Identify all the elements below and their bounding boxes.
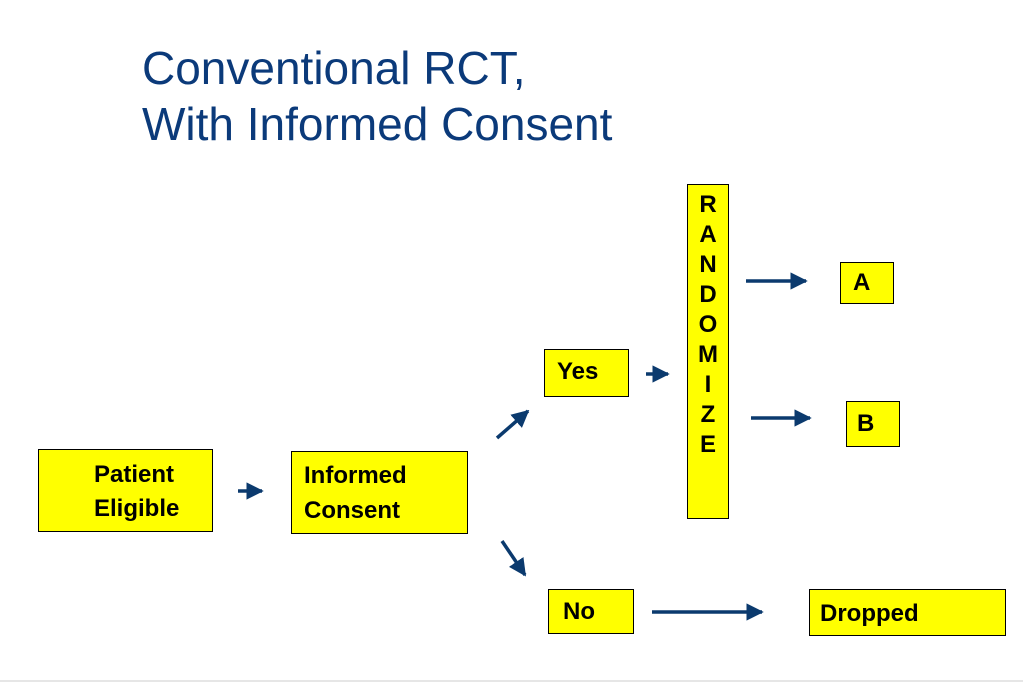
arrow-consent-to-yes bbox=[495, 409, 530, 440]
yes-box: Yes bbox=[544, 349, 629, 397]
patient-eligible-line-2: Eligible bbox=[94, 495, 180, 522]
randomize-box: R A N D O M I Z E bbox=[687, 184, 729, 519]
no-label: No bbox=[563, 598, 595, 625]
patient-eligible-box: Patient Eligible bbox=[38, 449, 213, 532]
dropped-label: Dropped bbox=[820, 600, 919, 627]
title-line-2: With Informed Consent bbox=[142, 98, 613, 150]
footer-divider bbox=[0, 680, 1023, 682]
randomize-letter: A bbox=[699, 221, 717, 248]
patient-eligible-line-1: Patient bbox=[94, 461, 175, 488]
randomize-letter: O bbox=[698, 311, 718, 338]
randomize-letter: R bbox=[699, 191, 717, 218]
arm-a-label: A bbox=[853, 269, 871, 296]
arm-b-label: B bbox=[857, 410, 875, 437]
arm-b-box: B bbox=[846, 401, 900, 447]
informed-consent-box: Informed Consent bbox=[291, 451, 468, 534]
dropped-box: Dropped bbox=[809, 589, 1006, 636]
randomize-letter: M bbox=[698, 341, 718, 368]
randomize-letter: E bbox=[699, 431, 716, 458]
title-line-1: Conventional RCT, bbox=[142, 42, 526, 94]
no-box: No bbox=[548, 589, 634, 634]
informed-consent-line-1: Informed bbox=[304, 462, 407, 489]
arrow-consent-to-no bbox=[500, 540, 527, 577]
randomize-letter: D bbox=[699, 281, 717, 308]
randomize-letter: Z bbox=[700, 401, 716, 428]
informed-consent-line-2: Consent bbox=[304, 497, 400, 524]
slide-title: Conventional RCT, With Informed Consent bbox=[142, 40, 612, 152]
randomize-letter: N bbox=[699, 251, 717, 278]
yes-label: Yes bbox=[557, 358, 599, 385]
arm-a-box: A bbox=[840, 262, 894, 304]
randomize-letter: I bbox=[704, 371, 712, 398]
